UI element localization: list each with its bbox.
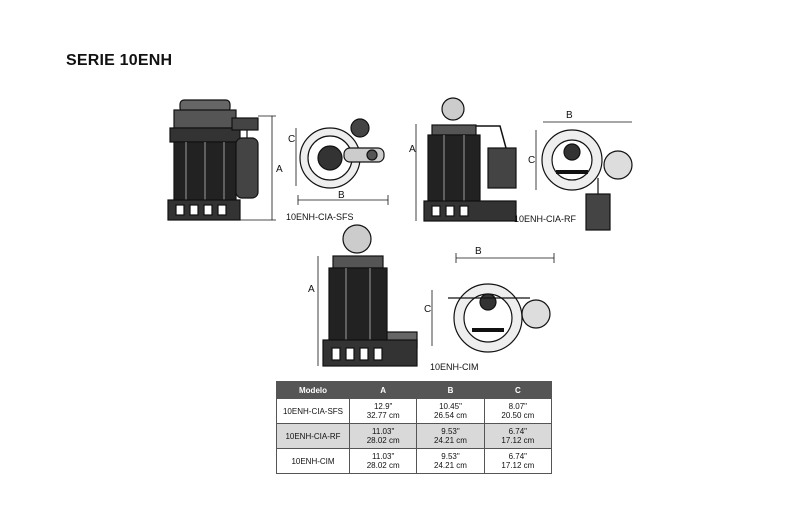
column-header-modelo: Modelo [276, 381, 350, 399]
model-label-rf: 10ENH-CIA-RF [514, 214, 577, 224]
dimension-b-label: B [338, 190, 345, 201]
dimension-a-label: A [276, 164, 283, 175]
column-header-c: C [483, 381, 553, 399]
table-row: 10ENH-CIA-SFS 12.9"32.77 cm 10.45"26.54 … [276, 398, 553, 424]
dimension-c-label: C [424, 304, 432, 315]
model-label-cim: 10ENH-CIM [430, 362, 479, 372]
rf-top-view [535, 121, 633, 231]
model-label-sfs: 10ENH-CIA-SFS [286, 212, 354, 222]
dimension-b-label: B [475, 246, 482, 257]
column-header-b: B [416, 381, 485, 399]
dimension-c-label: C [528, 155, 536, 166]
cell-b: 10.45"26.54 cm [416, 398, 485, 424]
cell-a: 11.03"28.02 cm [348, 423, 418, 449]
cell-b: 9.53"24.21 cm [416, 448, 485, 474]
cell-model: 10ENH-CIA-RF [276, 423, 350, 449]
table-row: 10ENH-CIA-RF 11.03"28.02 cm 9.53"24.21 c… [276, 423, 553, 449]
cell-model: 10ENH-CIA-SFS [276, 398, 350, 424]
table-row: 10ENH-CIM 11.03"28.02 cm 9.53"24.21 cm 6… [276, 448, 553, 474]
cell-c: 8.07"20.50 cm [483, 398, 553, 424]
page-title: SERIE 10ENH [66, 52, 173, 69]
cim-side-view [317, 224, 418, 367]
cell-c: 6.74"17.12 cm [483, 423, 553, 449]
cell-c: 6.74"17.12 cm [483, 448, 553, 474]
cell-a: 11.03"28.02 cm [348, 448, 418, 474]
sfs-side-view [167, 99, 276, 221]
dimension-a-label: A [308, 284, 315, 295]
cell-a: 12.9"32.77 cm [348, 398, 418, 424]
cim-top-view [431, 253, 555, 353]
dimension-a-label: A [409, 144, 416, 155]
rf-side-view [415, 97, 517, 222]
column-header-a: A [348, 381, 418, 399]
cell-b: 9.53"24.21 cm [416, 423, 485, 449]
table-header-row: Modelo A B C [276, 381, 553, 399]
dimension-b-label: B [566, 110, 573, 121]
sfs-top-view [295, 118, 389, 205]
dimension-c-label: C [288, 134, 296, 145]
cell-model: 10ENH-CIM [276, 448, 350, 474]
dimensions-table: Modelo A B C 10ENH-CIA-SFS 12.9"32.77 cm… [276, 381, 553, 474]
